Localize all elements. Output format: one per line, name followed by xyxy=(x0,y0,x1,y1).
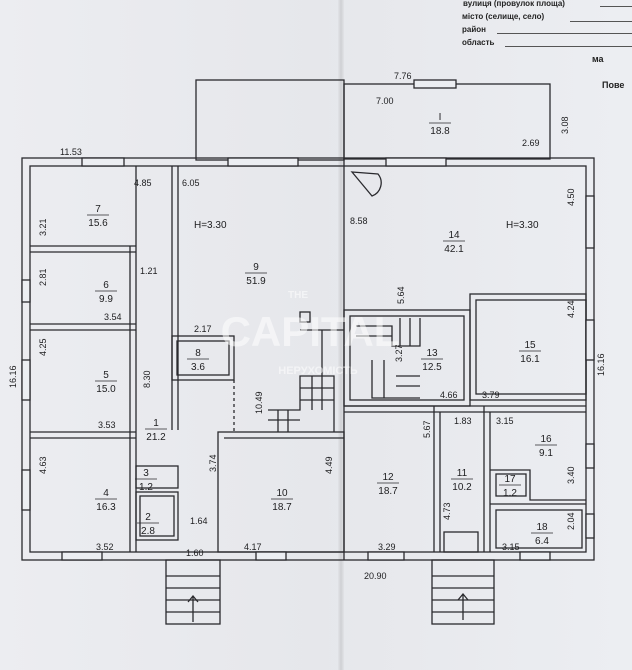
room-area-I: 18.8 xyxy=(430,126,450,137)
room-area-1: 21.2 xyxy=(146,432,166,443)
dim-485: 4.85 xyxy=(134,178,152,188)
room-number-9: 9 xyxy=(253,262,259,273)
room-area-11: 10.2 xyxy=(452,482,472,493)
room-number-10: 10 xyxy=(276,488,288,499)
ma-fragment: ма xyxy=(592,54,604,64)
room-number-4: 4 xyxy=(103,488,109,499)
dim-417: 4.17 xyxy=(244,542,262,552)
dim-121: 1.21 xyxy=(140,266,158,276)
paper-fold xyxy=(338,0,344,670)
room-number-1: 1 xyxy=(153,418,159,429)
dim-858: 8.58 xyxy=(350,216,368,226)
room-area-2: 2.8 xyxy=(141,526,155,537)
dim-1049: 10.49 xyxy=(254,391,264,414)
dim-424: 4.24 xyxy=(566,300,576,318)
room-area-7: 15.6 xyxy=(88,218,108,229)
dim-564: 5.64 xyxy=(396,286,406,304)
dim-315b: 3.15 xyxy=(502,542,520,552)
room-number-I: I xyxy=(439,112,442,123)
dim-450: 4.50 xyxy=(566,188,576,206)
room-area-3: 1.2 xyxy=(139,482,153,493)
room-number-13: 13 xyxy=(426,348,438,359)
room-area-5: 15.0 xyxy=(96,384,116,395)
watermark-line3: НЕРУХОМІСТЬ xyxy=(278,365,358,377)
dim-567: 5.67 xyxy=(422,420,432,438)
dim-top-left: 11.53 xyxy=(60,147,82,157)
dim-terrace-right: 2.69 xyxy=(522,138,540,148)
dim-left-total: 16.16 xyxy=(8,365,18,388)
height-right: H=3.30 xyxy=(506,220,539,231)
room-area-18: 6.4 xyxy=(535,536,549,547)
room-number-2: 2 xyxy=(145,512,151,523)
dim-327: 3.27 xyxy=(394,344,404,362)
room-number-11: 11 xyxy=(457,468,468,479)
room-number-17: 17 xyxy=(504,474,516,485)
dim-217: 2.17 xyxy=(194,324,212,334)
room-number-7: 7 xyxy=(95,204,101,215)
watermark-line2: CAPITAL xyxy=(221,308,400,355)
dim-281: 2.81 xyxy=(38,268,48,286)
dim-354: 3.54 xyxy=(104,312,122,322)
street-label: вулиця (провулок площа) xyxy=(463,0,565,8)
dim-183: 1.83 xyxy=(454,416,472,426)
room-area-4: 16.3 xyxy=(96,502,116,513)
dim-right-total: 16.16 xyxy=(596,353,606,376)
dim-463: 4.63 xyxy=(38,456,48,474)
dim-321: 3.21 xyxy=(38,218,48,236)
room-area-9: 51.9 xyxy=(246,276,266,287)
room-area-14: 42.1 xyxy=(444,244,464,255)
dim-605: 6.05 xyxy=(182,178,200,188)
height-left: H=3.30 xyxy=(194,220,227,231)
room-number-15: 15 xyxy=(524,340,536,351)
dim-315a: 3.15 xyxy=(496,416,514,426)
room-area-13: 12.5 xyxy=(422,362,442,373)
dim-352: 3.52 xyxy=(96,542,114,552)
room-number-18: 18 xyxy=(536,522,548,533)
room-area-6: 9.9 xyxy=(99,294,113,305)
terrace-left-part xyxy=(195,79,345,161)
outer-wall xyxy=(21,157,595,561)
dim-160: 1.60 xyxy=(186,548,204,558)
watermark-line1: THE xyxy=(288,290,308,301)
district-line xyxy=(497,33,632,34)
dim-terrace-inner: 7.00 xyxy=(376,96,394,106)
dim-353: 3.53 xyxy=(98,420,116,430)
dim-425: 4.25 xyxy=(38,338,48,356)
dim-329: 3.29 xyxy=(378,542,396,552)
dim-374: 3.74 xyxy=(208,454,218,472)
dim-379: 3.79 xyxy=(482,390,500,400)
dim-830: 8.30 xyxy=(142,370,152,388)
terrace-right-part xyxy=(343,83,551,160)
dim-bottom-total: 20.90 xyxy=(364,571,387,581)
room-number-3: 3 xyxy=(143,468,149,479)
room-area-15: 16.1 xyxy=(520,354,540,365)
room-number-12: 12 xyxy=(382,472,394,483)
dim-340: 3.40 xyxy=(566,466,576,484)
room-area-8: 3.6 xyxy=(191,362,205,373)
city-label: місто (селище, село) xyxy=(462,12,545,21)
dim-466: 4.66 xyxy=(440,390,458,400)
room-area-16: 9.1 xyxy=(539,448,553,459)
room-number-16: 16 xyxy=(540,434,552,445)
street-line xyxy=(600,6,632,7)
dim-terrace-width: 7.76 xyxy=(394,71,412,81)
room-number-14: 14 xyxy=(448,230,460,241)
district-label: район xyxy=(462,25,486,34)
dim-204: 2.04 xyxy=(566,512,576,530)
room-area-17: 1.2 xyxy=(503,488,517,499)
dim-terrace-depth: 3.08 xyxy=(560,116,570,134)
room-area-12: 18.7 xyxy=(378,486,398,497)
region-label: область xyxy=(462,38,495,47)
dim-164: 1.64 xyxy=(190,516,208,526)
room-number-5: 5 xyxy=(103,370,109,381)
city-line xyxy=(570,21,632,22)
dim-449: 4.49 xyxy=(324,456,334,474)
room-number-8: 8 xyxy=(195,348,201,359)
room-area-10: 18.7 xyxy=(272,502,292,513)
dim-473: 4.73 xyxy=(442,502,452,520)
room-number-6: 6 xyxy=(103,280,109,291)
pove-fragment: Пове xyxy=(602,80,625,90)
region-line xyxy=(505,46,632,47)
